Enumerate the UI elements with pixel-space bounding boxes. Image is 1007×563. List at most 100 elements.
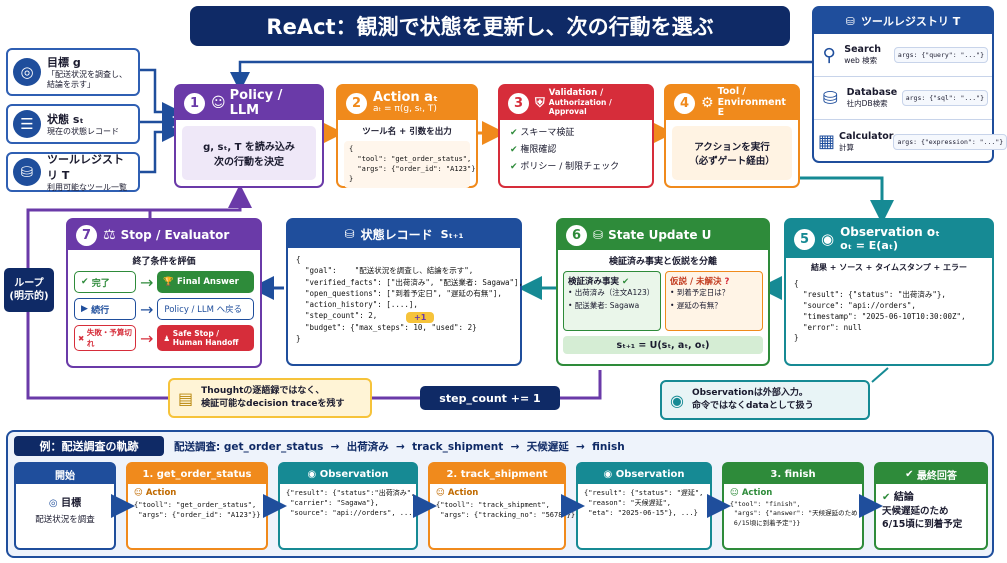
example-action-label: Action: [447, 488, 479, 498]
database-icon: ⛁: [593, 228, 604, 242]
example-observation-2-code: {"result": {"status": "遅延", "reason": "天…: [584, 489, 704, 518]
database-icon: ⛁: [344, 227, 355, 241]
step2-formula: aₜ = π(g, sₜ, T): [373, 104, 437, 115]
step2-sub: ツール名 + 引数を出力: [362, 127, 452, 137]
check-row: ✔ スキーマ検証: [510, 125, 642, 142]
step-count-label: step_count += 1: [420, 386, 560, 410]
observation-note: ◉ Observationは外部入力。 命令ではなくdataとして扱う: [660, 380, 870, 420]
database-icon: ⛁: [13, 158, 41, 186]
play-icon: ▶: [81, 304, 88, 314]
example-observation-1: ◉ Observation {"result": {"status":"出荷済み…: [278, 462, 418, 550]
example-final-label: 結論: [893, 492, 914, 503]
robot-icon: ☺: [134, 488, 143, 498]
page-title: ReAct：観測で状態を更新し、次の行動を選ぶ: [190, 6, 790, 46]
evaluator-row-continue: ▶ 続行 → Policy / LLM へ戻る: [74, 298, 254, 320]
step5-sub: 結果 + ソース + タイムスタンプ + エラー: [810, 263, 968, 272]
check-label: ポリシー / 制限チェック: [520, 162, 620, 173]
state-record-code: { "goal": "配送状況を調査し、結論を示す", "verified_fa…: [296, 255, 524, 343]
clipboard-icon: ☰: [13, 110, 41, 138]
check-icon: ✔: [510, 162, 518, 173]
evaluator-result-text: Policy / LLM へ戻る: [164, 305, 243, 315]
step2-title: Action aₜ: [373, 89, 438, 105]
step4-title2: Environment E: [717, 96, 786, 119]
step1-number: 1: [184, 92, 205, 114]
arrow-right-icon: →: [140, 272, 154, 292]
evaluator-row-failure: ✖ 失敗・予算切れ → ♟ Safe Stop / Human Handoff: [74, 325, 254, 351]
thought-note-line2: 検証可能なdecision traceを残す: [201, 399, 345, 409]
step7-sub: 終了条件を評価: [132, 257, 196, 267]
input-state-title: 状態 sₜ: [47, 113, 84, 126]
check-icon: ✔: [510, 145, 518, 156]
loop-label: ループ (明示的): [4, 268, 54, 312]
step3-title: Validation /: [548, 88, 604, 99]
step-policy-llm: 1 ☺ Policy / LLM g, sₜ, T を読み込み 次の行動を決定: [174, 84, 324, 188]
check-icon: ✔: [905, 468, 914, 480]
evaluator-label: ✔ 完了: [74, 271, 136, 293]
step1-body2: 次の行動を決定: [214, 157, 284, 168]
observation-note-line2: 命令ではなくdataとして扱う: [691, 401, 814, 411]
database-icon: ⛁: [822, 87, 838, 109]
tool-args: args: {"expression": "..."}: [893, 133, 1007, 150]
search-icon: ⚲: [822, 44, 836, 66]
gear-icon: ⚙: [701, 95, 714, 111]
registry-header: ⛁ツールレジストリ T: [814, 8, 992, 34]
tool-desc: web 検索: [844, 56, 878, 65]
example-trajectory-panel: 例：配送調査の軌跡 配送調査: get_order_status → 出荷済み …: [6, 430, 994, 558]
check-row: ✔ ポリシー / 制限チェック: [510, 159, 642, 176]
target-icon: ◎: [48, 498, 58, 509]
state-record-symbol: Sₜ₊₁: [440, 227, 464, 241]
input-goal-title: 目標 g: [47, 56, 81, 69]
step-increment-badge: +1: [406, 312, 435, 323]
hypotheses-box: 仮説 / 未解決 ? • 到着予定日は？ • 遅延の有無？: [665, 271, 763, 331]
step6-sub: 検証済み事実と仮説を分離: [608, 257, 717, 267]
example-start-desc: 配送状況を調査: [35, 515, 95, 525]
check-label: スキーマ検証: [520, 128, 575, 138]
step5-formula: oₜ = E(aₜ): [840, 238, 899, 252]
database-icon: ⛁: [845, 14, 855, 28]
step4-title: Tool /: [717, 85, 746, 97]
check-row: ✔ 権限確認: [510, 142, 642, 159]
example-action-2-title: 2. track_shipment: [430, 464, 564, 484]
input-registry-title: ツールレジストリ T: [47, 153, 124, 182]
input-goal: ◎ 目標 g「配送状況を調査し、結論を示す」: [6, 48, 140, 96]
example-observation-2-title: Observation: [615, 468, 685, 480]
step5-code: { "result": {"status": "出荷済み"}, "source"…: [794, 279, 966, 343]
robot-icon: ☺: [211, 95, 226, 111]
trophy-icon: 🏆: [163, 277, 174, 287]
evaluator-row-complete: ✔ 完了 → 🏆 Final Answer: [74, 271, 254, 293]
step-validation: 3 ⛨ Validation / Authorization / Approva…: [498, 84, 654, 188]
example-start: 開始 ◎ 目標 配送状況を調査: [14, 462, 116, 550]
state-update-formula: sₜ₊₁ = U(sₜ, aₜ, oₜ): [563, 336, 763, 354]
evaluator-result-text: Safe Stop / Human Handoff: [172, 329, 239, 347]
shield-icon: ⛨: [535, 95, 545, 111]
example-action-3-title: 3. finish: [724, 464, 862, 484]
check-icon: ✔: [81, 277, 89, 287]
observation-note-line1: Observationは外部入力。: [691, 388, 808, 399]
eye-icon: ◉: [603, 468, 613, 480]
example-observation-2: ◉ Observation {"result": {"status": "遅延"…: [576, 462, 712, 550]
scale-icon: ⚖: [103, 227, 116, 243]
step3-title2: Authorization / Approval: [548, 98, 612, 116]
example-action-2-code: {"tooll": "track_shipment", "args": {"tr…: [436, 501, 576, 520]
document-icon: ▤: [178, 388, 194, 408]
arrow-right-icon: →: [140, 328, 154, 348]
example-start-title: 開始: [16, 464, 114, 484]
step6-title: State Update U: [608, 228, 712, 242]
step5-title: Observation oₜ: [840, 224, 940, 239]
step7-title: Stop / Evaluator: [120, 228, 230, 242]
robot-icon: ☺: [436, 488, 445, 498]
check-label: 権限確認: [520, 145, 557, 156]
eye-icon: ◉: [307, 468, 317, 480]
check-icon: ✔: [510, 128, 518, 138]
thought-note-line1: Thoughtの逐語録ではなく、: [201, 386, 325, 397]
example-action-1-code: {"tooll": "get_order_status", "args": {"…: [134, 501, 261, 520]
step1-body1: g, sₜ, T を読み込み: [203, 142, 295, 153]
evaluator-result: ♟ Safe Stop / Human Handoff: [157, 325, 254, 351]
eye-icon: ◉: [670, 390, 684, 410]
